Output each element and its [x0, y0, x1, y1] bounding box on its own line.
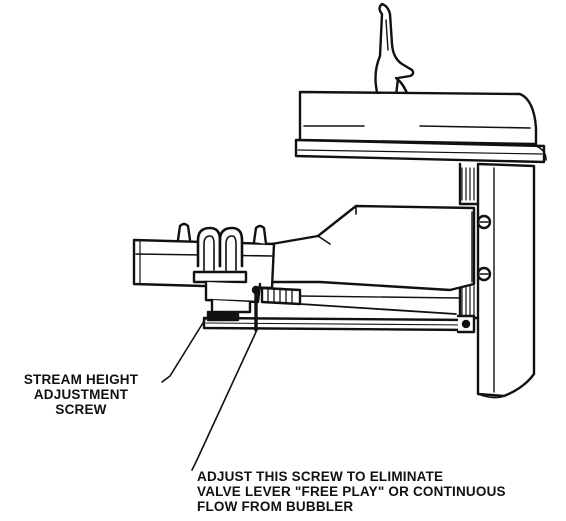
free-play-callout: ADJUST THIS SCREW TO ELIMINATE VALVE LEV… — [197, 469, 506, 514]
valve-body — [204, 280, 302, 314]
leader-lines — [161, 317, 257, 471]
mounting-bracket — [258, 204, 492, 292]
stream-height-line-1: STREAM HEIGHT — [23, 372, 139, 387]
free-play-line-3: FLOW FROM BUBBLER — [197, 499, 354, 514]
free-play-line-1: ADJUST THIS SCREW TO ELIMINATE — [197, 469, 444, 484]
stream-height-callout: STREAM HEIGHT ADJUSTMENT SCREW — [6, 372, 156, 417]
stream-height-adjustment-screw — [206, 310, 240, 322]
stream-height-line-2: ADJUSTMENT — [33, 387, 129, 402]
valve-housing — [132, 222, 276, 290]
valve-lever — [202, 295, 476, 334]
bowl-top — [294, 90, 547, 164]
stream-height-line-3: SCREW — [55, 402, 107, 417]
free-play-adjustment-screw — [251, 285, 261, 332]
free-play-line-2: VALVE LEVER "FREE PLAY" OR CONTINUOUS — [197, 484, 506, 499]
